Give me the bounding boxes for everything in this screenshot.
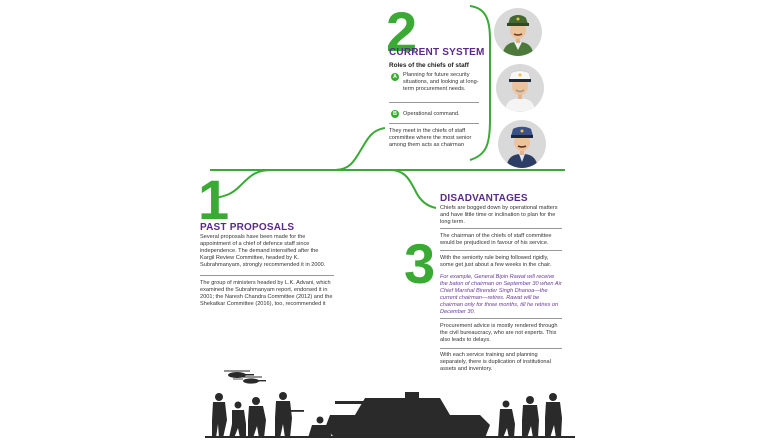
roles-subtitle: Roles of the chiefs of staff bbox=[389, 62, 469, 69]
disadvantage-5: With each service training and planning … bbox=[440, 352, 551, 372]
past-proposals-title: PAST PROPOSALS bbox=[200, 222, 295, 233]
disadvantage-3-example: For example, General Bipin Rawat will re… bbox=[440, 274, 562, 315]
divider bbox=[200, 275, 334, 276]
past-proposals-number: 1 bbox=[198, 168, 230, 231]
disadvantage-2: The chairman of the chiefs of staff comm… bbox=[440, 233, 552, 246]
disadvantages-title: DISADVANTAGES bbox=[440, 193, 528, 204]
past-proposals-para1: Several proposals have been made for the… bbox=[200, 234, 326, 268]
divider bbox=[440, 250, 562, 251]
army-chief-avatar-icon bbox=[494, 8, 542, 56]
divider bbox=[440, 228, 562, 229]
navy-chief-avatar-icon bbox=[496, 64, 544, 112]
airforce-chief-avatar-icon bbox=[498, 120, 546, 168]
meeting-text: They meet in the chiefs of staff committ… bbox=[389, 128, 472, 148]
divider bbox=[440, 318, 562, 319]
role-a-badge: A bbox=[391, 73, 399, 81]
soldiers-silhouette-icon bbox=[212, 392, 332, 438]
disadvantage-1: Chiefs are bogged down by operational ma… bbox=[440, 205, 558, 225]
disadvantage-4: Procurement advice is mostly rendered th… bbox=[440, 323, 558, 343]
role-b-text: Operational command. bbox=[403, 111, 460, 117]
helicopter-icon bbox=[224, 370, 254, 380]
role-a-text: Planning for future security situations,… bbox=[403, 72, 479, 92]
disadvantage-3: With the seniority rule being followed r… bbox=[440, 255, 552, 268]
divider bbox=[389, 102, 479, 103]
disadvantages-number: 3 bbox=[404, 232, 436, 295]
current-system-title: CURRENT SYSTEM bbox=[389, 47, 485, 58]
past-proposals-para2: The group of ministers headed by L.K. Ad… bbox=[200, 280, 333, 307]
divider bbox=[440, 348, 562, 349]
current-system-number: 2 bbox=[386, 0, 418, 63]
divider bbox=[389, 123, 479, 124]
tank-icon bbox=[325, 392, 490, 438]
role-b-badge: B bbox=[391, 110, 399, 118]
